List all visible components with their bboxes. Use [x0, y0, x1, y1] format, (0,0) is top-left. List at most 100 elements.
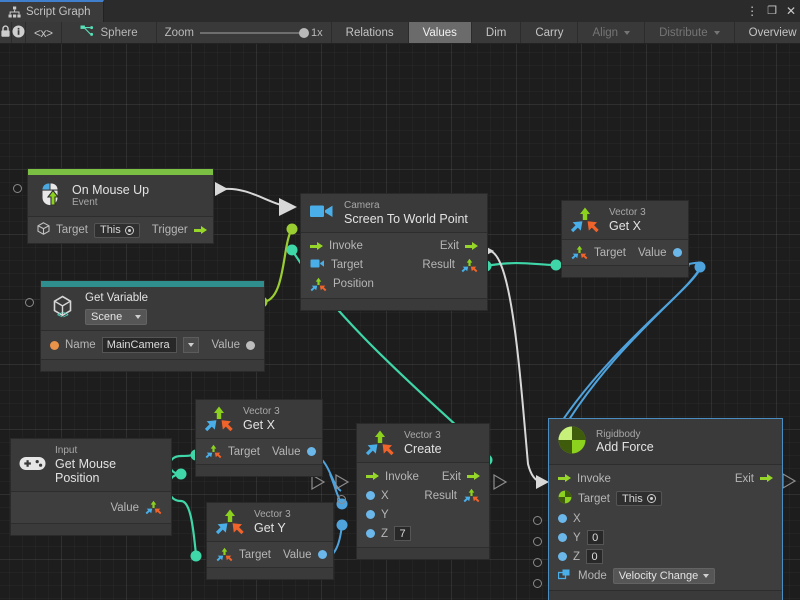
target-label: Target [239, 549, 271, 561]
window-menu-icon[interactable]: ⋮ [746, 5, 758, 17]
flow-in-arrow-icon[interactable] [558, 474, 571, 483]
port-y-input[interactable] [558, 533, 567, 542]
port-ring-rigidbody-z[interactable] [533, 558, 542, 567]
flow-out-arrow-icon[interactable] [194, 226, 207, 235]
target-value-field[interactable]: This [94, 223, 140, 238]
port-ring-getvariable-name[interactable] [25, 298, 34, 307]
node-title: Add Force [596, 440, 654, 454]
flow-in-arrow-icon[interactable] [366, 472, 379, 481]
node-subtitle: Vector 3 [404, 430, 442, 442]
row-x: X [549, 509, 782, 528]
target-value-field[interactable]: This [616, 491, 662, 506]
zoom-slider[interactable] [200, 32, 305, 34]
flow-out-arrow-icon[interactable] [760, 474, 773, 483]
lock-button[interactable] [0, 22, 12, 43]
row-y: Y 0 [549, 528, 782, 547]
node-vector3-get-x-mid[interactable]: Vector 3 Get X Target Value [195, 399, 323, 477]
port-ring-onmouseup-target[interactable] [13, 184, 22, 193]
row-target-value: Target Value [196, 442, 322, 461]
node-vector3-get-x-top[interactable]: Vector 3 Get X Target Value [561, 200, 689, 278]
flow-in-arrow-icon[interactable] [310, 242, 323, 251]
enum-icon[interactable] [558, 568, 572, 584]
vector3-port-icon[interactable] [205, 444, 222, 459]
node-header: Vector 3 Create [357, 424, 489, 462]
node-input-get-mouse-position[interactable]: Input Get Mouse Position Value [10, 438, 172, 536]
z-value-input[interactable]: 7 [394, 526, 411, 541]
node-body: Target This Trigger [28, 217, 213, 243]
flow-out-arrow-icon[interactable] [467, 472, 480, 481]
name-input[interactable]: MainCamera [102, 337, 177, 353]
port-value-output[interactable] [673, 248, 682, 257]
vector3-port-icon[interactable] [571, 245, 588, 260]
node-get-variable[interactable]: <> Get Variable Scene Name MainCamera [40, 280, 265, 372]
z-value-input[interactable]: 0 [586, 549, 603, 564]
value-label: Value [272, 446, 301, 458]
node-on-mouse-up[interactable]: On Mouse Up Event Target This Trigger [27, 168, 214, 244]
node-rigidbody-add-force[interactable]: Rigidbody Add Force Invoke Exit [548, 418, 783, 600]
node-header: Vector 3 Get X [562, 201, 688, 239]
vector3-port-icon[interactable] [461, 258, 478, 273]
toolbar-distribute-dropdown[interactable]: Distribute [645, 22, 735, 43]
rigidbody-port-icon[interactable] [558, 490, 572, 507]
gameobject-icon[interactable] [37, 222, 50, 238]
graph-canvas[interactable]: On Mouse Up Event Target This Trigger [0, 44, 800, 600]
toolbar-overview-button[interactable]: Overview [735, 22, 800, 43]
node-title: Get X [609, 219, 646, 233]
tab-script-graph[interactable]: Script Graph [0, 0, 104, 22]
code-view-button[interactable]: <x> [26, 22, 62, 43]
port-z-input[interactable] [366, 529, 375, 538]
port-ring-rigidbody-mode[interactable] [533, 579, 542, 588]
vector3-port-icon[interactable] [463, 488, 480, 503]
port-ring-rigidbody-y[interactable] [533, 537, 542, 546]
code-icon: <x> [34, 26, 53, 40]
info-button[interactable] [12, 22, 26, 43]
port-value-output[interactable] [246, 341, 255, 350]
graph-target[interactable]: Sphere [62, 22, 157, 43]
toolbar-values-button[interactable]: Values [409, 22, 472, 43]
mouse-up-icon [37, 181, 63, 210]
port-y-input[interactable] [366, 510, 375, 519]
node-header: Vector 3 Get X [196, 400, 322, 438]
port-x-input[interactable] [558, 514, 567, 523]
node-camera-screen-to-world-point[interactable]: Camera Screen To World Point Invoke Exit [300, 193, 488, 311]
toolbar-relations-label: Relations [346, 27, 394, 39]
y-value-input[interactable]: 0 [587, 530, 604, 545]
zoom-control[interactable]: Zoom 1x [157, 22, 332, 43]
port-ring-v3create-x[interactable] [337, 495, 346, 504]
row-name: Name MainCamera Value [41, 335, 264, 355]
port-value-output[interactable] [307, 447, 316, 456]
camera-port-icon[interactable] [310, 258, 325, 272]
port-ring-rigidbody-x[interactable] [533, 516, 542, 525]
port-value-output[interactable] [318, 550, 327, 559]
vector3-port-icon[interactable] [216, 547, 233, 562]
port-x-input[interactable] [366, 491, 375, 500]
node-vector3-get-y[interactable]: Vector 3 Get Y Target Value [206, 502, 334, 580]
mode-dropdown[interactable]: Velocity Change [613, 568, 716, 584]
node-vector3-create[interactable]: Vector 3 Create Invoke Exit X Result [356, 423, 490, 560]
toolbar-align-dropdown[interactable]: Align [578, 22, 645, 43]
port-name-input[interactable] [50, 341, 59, 350]
target-label: Target [228, 446, 260, 458]
toolbar-relations-button[interactable]: Relations [332, 22, 409, 43]
name-dropdown-button[interactable] [183, 337, 199, 353]
port-z-input[interactable] [558, 552, 567, 561]
node-title: Get Variable [85, 292, 148, 305]
node-title: Get X [243, 418, 280, 432]
tab-label: Script Graph [26, 6, 91, 18]
gamepad-icon [19, 455, 46, 475]
window-close-icon[interactable]: ✕ [786, 5, 796, 17]
toolbar-dim-button[interactable]: Dim [472, 22, 521, 43]
window-maximize-icon[interactable]: ❐ [767, 6, 777, 17]
flow-out-arrow-icon[interactable] [465, 242, 478, 251]
target-label: Target [331, 259, 363, 271]
info-icon [12, 25, 25, 41]
row-z: Z 0 [549, 547, 782, 566]
node-body: Target Value [207, 542, 333, 567]
zoom-slider-handle[interactable] [299, 28, 309, 38]
vector3-port-icon[interactable] [145, 500, 162, 515]
result-label: Result [424, 490, 457, 502]
toolbar-carry-button[interactable]: Carry [521, 22, 578, 43]
target-label: Target [594, 247, 626, 259]
vector3-port-icon[interactable] [310, 277, 327, 292]
scope-dropdown[interactable]: Scene [85, 309, 147, 325]
